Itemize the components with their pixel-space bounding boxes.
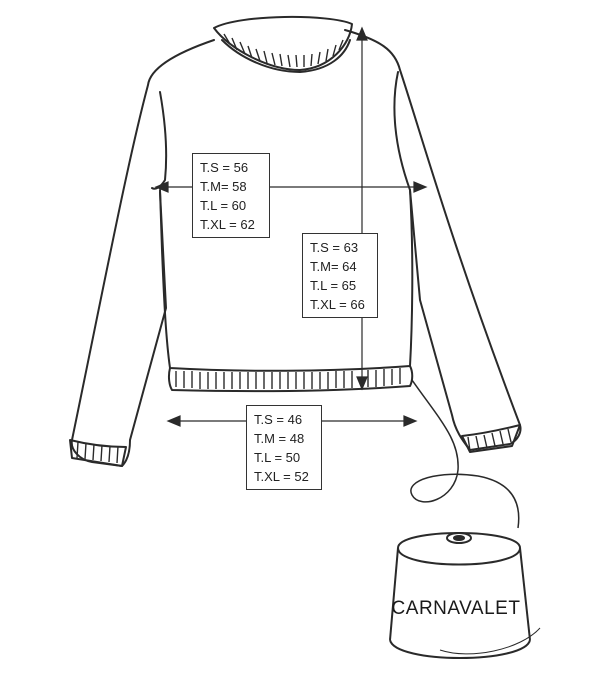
chest-size-s: T.S = 56 — [200, 160, 249, 175]
chest-arrow-right — [413, 181, 428, 193]
chest-size-l: T.L = 60 — [200, 198, 247, 213]
hem-size-box: T.S = 46 T.M = 48 T.L = 50 T.XL = 52 — [246, 405, 322, 490]
yarn-cone — [389, 532, 541, 659]
length-size-m: T.M= 64 — [310, 259, 357, 274]
hem-size-m: T.M = 48 — [254, 431, 305, 446]
sweater-body — [159, 189, 414, 372]
length-arrow-bottom — [356, 376, 368, 391]
chest-size-m: T.M= 58 — [200, 179, 247, 194]
length-size-l: T.L = 65 — [310, 278, 357, 293]
length-size-s: T.S = 63 — [310, 240, 359, 255]
yarn-strand — [410, 379, 520, 529]
hem-size-s: T.S = 46 — [254, 412, 303, 427]
length-arrow-top — [356, 26, 368, 41]
length-size-box: T.S = 63 T.M= 64 T.L = 65 T.XL = 66 — [302, 233, 378, 318]
chest-arrow-left — [154, 181, 169, 193]
hem-size-l: T.L = 50 — [254, 450, 301, 465]
hem-band — [167, 365, 414, 393]
yarn-brand-label: CARNAVALET — [391, 598, 521, 619]
chest-size-box: T.S = 56 T.M= 58 T.L = 60 T.XL = 62 — [192, 153, 270, 238]
hem-arrow-left — [166, 415, 181, 427]
left-sleeve — [70, 39, 215, 467]
right-cuff — [461, 424, 521, 453]
hem-arrow-right — [403, 415, 418, 427]
chest-size-xl: T.XL = 62 — [200, 217, 255, 232]
hem-size-xl: T.XL = 52 — [254, 469, 309, 484]
length-size-xl: T.XL = 66 — [310, 297, 365, 312]
